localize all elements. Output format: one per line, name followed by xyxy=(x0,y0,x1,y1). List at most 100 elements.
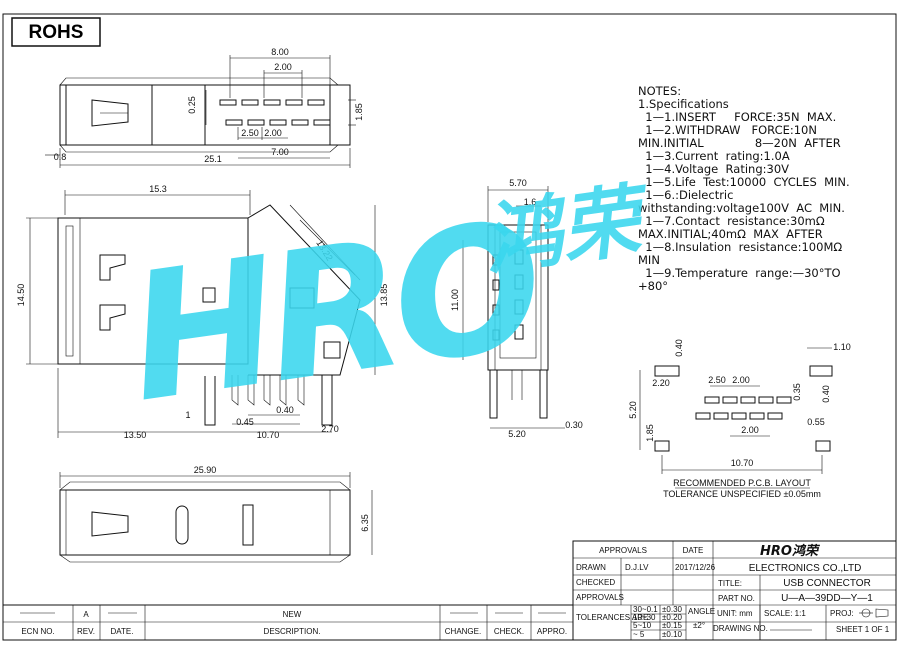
dim-pcb-2-00a: 2.00 xyxy=(732,375,750,385)
dim-top-2-00b: 2.00 xyxy=(264,128,282,138)
notes-block: NOTES: 1.Specifications 1—1.INSERT FORCE… xyxy=(638,84,850,293)
dim-top-2-00: 2.00 xyxy=(274,62,292,72)
dim-bottom-25-90: 25.90 xyxy=(194,465,217,475)
tol-value: ±0.10 xyxy=(662,630,683,639)
dim-pcb-2-00b: 2.00 xyxy=(741,425,759,435)
drawn-label: DRAWN xyxy=(576,563,606,572)
note-line: 1—8.Insulation resistance:100MΩ xyxy=(638,240,842,254)
dim-top-0-8: 0.8 xyxy=(54,152,67,162)
tolerances-label: TOLERANCES ARE xyxy=(576,613,648,622)
note-line: 1—9.Temperature range:—30°TO xyxy=(638,266,841,280)
header-appro: APPRO. xyxy=(537,627,567,636)
dim-pcb-0-40a: 0.40 xyxy=(674,339,684,357)
note-line: +80° xyxy=(638,279,668,293)
header-description: DESCRIPTION. xyxy=(264,627,321,636)
dim-pcb-1-10: 1.10 xyxy=(833,342,851,352)
dim-bottom-6-35: 6.35 xyxy=(360,514,370,532)
note-line: 1—5.Life Test:10000 CYCLES MIN. xyxy=(638,175,850,189)
rev-description: NEW xyxy=(283,610,302,619)
note-line: MAX.INITIAL;40mΩ MAX AFTER xyxy=(638,227,823,241)
projection-label: PROJ: xyxy=(830,609,854,618)
dim-top-0-25: 0.25 xyxy=(187,96,197,114)
rev-value: A xyxy=(83,610,89,619)
company-name: ELECTRONICS CO.,LTD xyxy=(749,563,862,574)
side-view xyxy=(26,190,376,438)
angle-label: ANGLE xyxy=(688,607,715,616)
dim-pcb-2-20: 2.20 xyxy=(652,378,670,388)
scale-label: SCALE: 1:1 xyxy=(764,609,806,618)
projection-symbol-icon xyxy=(859,608,889,618)
dim-front-5-70: 5.70 xyxy=(509,178,527,188)
note-line: withstanding:voltage100V AC MIN. xyxy=(638,201,845,215)
note-line: 1—1.INSERT FORCE:35N MAX. xyxy=(638,110,836,124)
dim-front-1-6: 1.6 xyxy=(524,197,537,207)
dim-pcb-0-40b: 0.40 xyxy=(821,385,831,403)
pcb-layout-title: RECOMMENDED P.C.B. LAYOUT xyxy=(673,478,811,488)
dim-pcb-1-85: 1.85 xyxy=(645,424,655,442)
approvals-label: APPROVALS xyxy=(576,593,624,602)
header-ecn: ECN NO. xyxy=(21,627,54,636)
dim-top-7-00: 7.00 xyxy=(271,147,289,157)
bottom-view xyxy=(59,472,373,563)
dim-side-0-45: 0.45 xyxy=(236,417,254,427)
note-line: 1—3.Current rating:1.0A xyxy=(638,149,790,163)
title-label: TITLE: xyxy=(718,579,742,588)
tol-range: 30~0.1 xyxy=(633,605,658,614)
part-label: PART NO. xyxy=(718,594,755,603)
dim-pcb-5-20: 5.20 xyxy=(628,401,638,419)
dim-front-0-30: 0.30 xyxy=(565,420,583,430)
dim-side-0-40: 0.40 xyxy=(276,405,294,415)
dim-side-1: 1 xyxy=(185,410,190,420)
dim-side-14-50: 14.50 xyxy=(16,284,26,307)
dim-pcb-0-55: 0.55 xyxy=(807,417,825,427)
dim-pcb-2-50: 2.50 xyxy=(708,375,726,385)
note-line: MIN.INITIAL 8—20N AFTER xyxy=(638,136,841,150)
checked-label: CHECKED xyxy=(576,578,615,587)
note-line: 1—4.Voltage Rating:30V xyxy=(638,162,789,176)
pcb-layout xyxy=(639,347,833,489)
header-change: CHANGE. xyxy=(445,627,481,636)
angle-value: ±2° xyxy=(693,621,705,630)
drawn-by: D.J.LV xyxy=(625,563,649,572)
dim-side-13-50: 13.50 xyxy=(124,430,147,440)
header-date: DATE. xyxy=(111,627,134,636)
tol-value: ±0.15 xyxy=(662,621,683,630)
pcb-tolerance: TOLERANCE UNSPECIFIED ±0.05mm xyxy=(663,489,821,499)
dim-top-8-00: 8.00 xyxy=(271,47,289,57)
tol-value: ±0.30 xyxy=(662,605,683,614)
dim-side-13-85: 13.85 xyxy=(379,284,389,307)
note-line: MIN xyxy=(638,253,660,267)
dim-side-10-70: 10.70 xyxy=(257,430,280,440)
tol-range: 5~10 xyxy=(633,621,652,630)
sheet-label: SHEET 1 OF 1 xyxy=(836,625,890,634)
dim-pcb-10-70: 10.70 xyxy=(731,458,754,468)
date-header: DATE xyxy=(683,546,704,555)
dim-front-11-00: 11.00 xyxy=(450,289,460,311)
title-value: USB CONNECTOR xyxy=(783,578,871,589)
note-line: NOTES: xyxy=(638,84,681,98)
tol-range: 10~30 xyxy=(633,613,656,622)
rohs-label: ROHS xyxy=(29,22,84,43)
dim-top-25-1: 25.1 xyxy=(204,154,222,164)
header-check: CHECK. xyxy=(494,627,524,636)
unit-label: UNIT: mm xyxy=(717,609,753,618)
dim-side-15-3: 15.3 xyxy=(149,184,167,194)
dim-front-5-20: 5.20 xyxy=(508,429,526,439)
tol-range: ~ 5 xyxy=(633,630,645,639)
title-block xyxy=(572,540,897,641)
tol-value: ±0.20 xyxy=(662,613,683,622)
company-logo: HRO鸿荣 xyxy=(760,543,821,559)
header-rev: REV. xyxy=(77,627,95,636)
note-line: 1—2.WITHDRAW FORCE:10N xyxy=(638,123,817,137)
front-view xyxy=(462,186,565,429)
part-value: U—A—39DD—Y—1 xyxy=(781,593,873,604)
rohs-box xyxy=(11,17,101,47)
revision-block xyxy=(2,604,574,641)
dim-side-2-70: 2.70 xyxy=(321,424,339,434)
dim-pcb-0-35: 0.35 xyxy=(792,383,802,401)
approvals-header: APPROVALS xyxy=(599,546,647,555)
drawn-date: 2017/12/26 xyxy=(675,563,716,572)
top-view xyxy=(45,55,356,168)
